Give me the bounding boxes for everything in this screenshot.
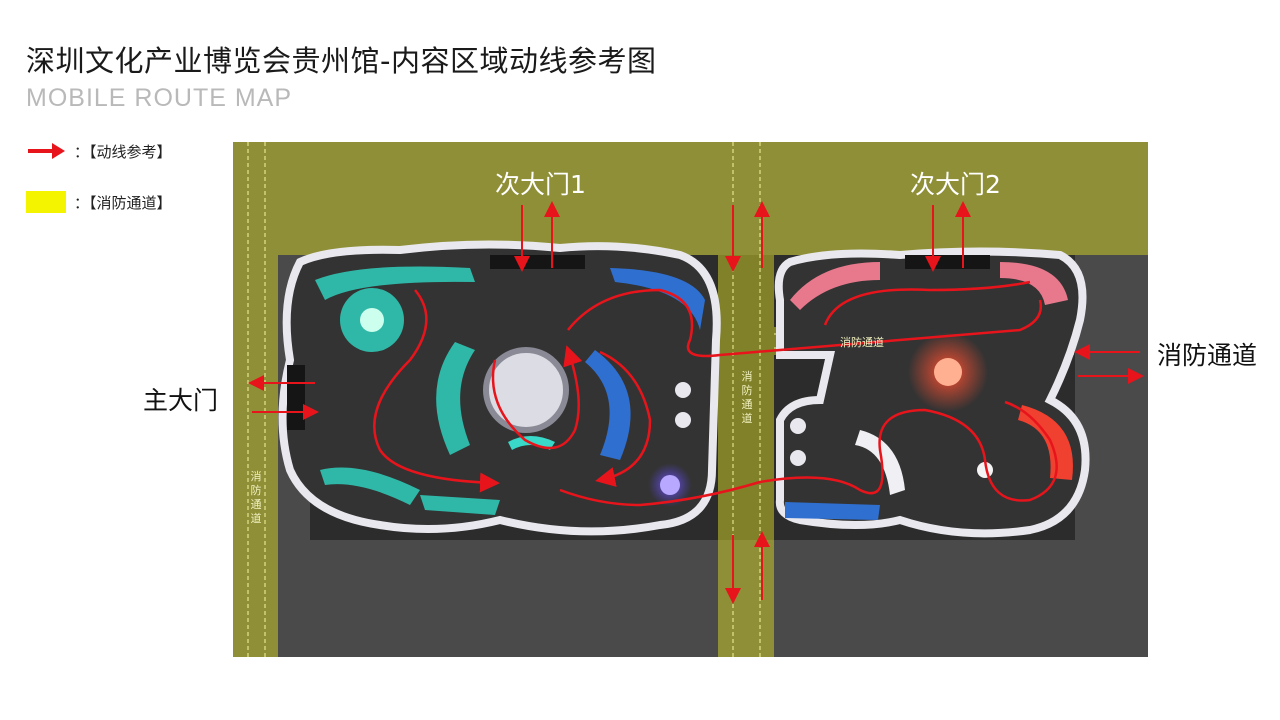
fire-lane-vertical-mid-label: 消防通道 xyxy=(741,370,753,425)
red-exhibits xyxy=(908,332,1073,480)
route-arrow-icon xyxy=(26,140,66,162)
gate2-door xyxy=(905,255,990,269)
teal-exhibits xyxy=(315,266,555,515)
blue-exhibits-right xyxy=(785,430,905,520)
legend-route-label: ：【动线参考】 xyxy=(74,142,172,161)
legend-fire: ：【消防通道】 xyxy=(26,191,172,213)
gate1-door xyxy=(490,255,585,269)
fire-lane-swatch xyxy=(26,191,66,213)
fire-lane-center-label: 消防通道 xyxy=(840,336,884,349)
legend-route: ：【动线参考】 xyxy=(26,140,172,162)
blue-exhibits-left xyxy=(585,268,705,507)
center-round-stage xyxy=(483,347,569,433)
route-lines xyxy=(373,280,1058,507)
seating-cluster xyxy=(675,382,806,466)
gate1-label: 次大门1 xyxy=(495,170,586,199)
main-gate-door xyxy=(287,365,305,430)
legend-fire-label: ：【消防通道】 xyxy=(74,193,172,212)
page-subtitle: MOBILE ROUTE MAP xyxy=(26,84,293,112)
fire-lane-right-label: 消防通道 xyxy=(1157,341,1258,370)
gate2-label: 次大门2 xyxy=(910,170,1001,199)
pink-exhibits xyxy=(790,262,1068,310)
fire-lane-vertical-left-label: 消防通道 xyxy=(250,470,262,525)
main-gate-label: 主大门 xyxy=(143,386,219,415)
gate-arrows xyxy=(248,201,1144,604)
page-title: 深圳文化产业博览会贵州馆-内容区域动线参考图 xyxy=(26,44,657,78)
